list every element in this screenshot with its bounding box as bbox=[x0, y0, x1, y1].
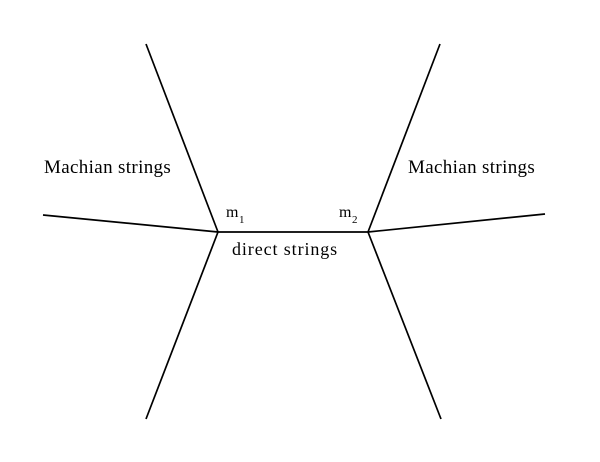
machian-string-left-outer bbox=[42, 214, 219, 233]
label-machian-strings-right: Machian strings bbox=[408, 157, 536, 178]
label-mass-m2: m2 bbox=[339, 204, 358, 227]
label-machian-strings-left: Machian strings bbox=[44, 157, 172, 178]
label-mass-m1: m1 bbox=[226, 204, 245, 227]
mass-1-subscript: 1 bbox=[238, 214, 245, 227]
machian-string-right-outer bbox=[367, 213, 546, 233]
machian-string-left-upper bbox=[145, 43, 219, 233]
mass-1-symbol: m bbox=[226, 204, 239, 221]
label-direct-strings: direct strings bbox=[232, 239, 339, 259]
mass-2-symbol: m bbox=[339, 204, 352, 221]
machian-string-right-lower bbox=[367, 231, 442, 420]
mass-2-subscript: 2 bbox=[351, 214, 358, 227]
machian-string-left-lower bbox=[145, 231, 219, 420]
machian-string-right-upper bbox=[367, 43, 441, 233]
